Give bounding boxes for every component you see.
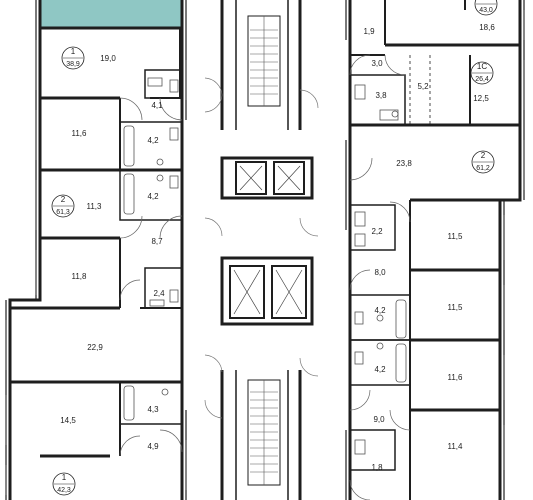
room-area: 1,9 [363,27,375,36]
room-area: 4,2 [147,136,159,145]
room-area: 14,5 [60,416,76,425]
room-labels: 19,0 4,1 11,6 4,2 4,2 11,3 8,7 11,8 2,4 … [60,23,495,472]
room-area: 9,0 [373,415,385,424]
apartment-marker: 1 42,3 [52,472,76,496]
room-area: 2,2 [371,227,383,236]
room-area: 22,9 [87,343,103,352]
room-area: 4,2 [147,192,159,201]
room-area: 11,6 [72,129,88,138]
room-area: 5,2 [417,82,429,91]
room-area: 19,0 [100,54,116,63]
room-area: 1,8 [371,463,383,472]
room-area: 4,3 [147,405,159,414]
room-area: 11,5 [448,232,464,241]
room-area: 4,9 [147,442,159,451]
room-area: 23,8 [396,159,412,168]
apartment-marker: 2 61,2 [471,150,495,174]
room-area: 11,5 [448,303,464,312]
apartment-area: 61,2 [476,165,490,172]
core-door-swings [204,77,319,419]
room-area: 4,2 [374,365,386,374]
right-windows [503,10,525,470]
room-area: 11,4 [448,442,464,451]
central-core [220,0,314,500]
left-wing-walls [5,0,187,500]
highlighted-area [40,0,182,28]
room-area: 2,4 [153,289,165,298]
apartment-area: 38,9 [66,61,80,68]
apartment-marker: 1 38,9 [61,46,85,70]
left-windows [5,40,187,495]
room-area: 11,3 [87,202,103,211]
apartment-rooms: 2 [61,195,66,204]
apartment-area: 61,3 [56,209,70,216]
room-area: 12,5 [473,94,489,103]
room-area: 8,7 [151,237,163,246]
room-area: 11,6 [448,373,464,382]
apartment-marker: 1С 26,4 [470,61,494,85]
apartment-rooms: 1С [477,62,487,71]
room-area: 8,0 [374,268,386,277]
apartment-area: 43,0 [479,7,493,14]
room-area: 4,1 [151,101,163,110]
left-door-swings [119,97,183,457]
right-door-swings [349,54,411,500]
elevator-marks [233,165,303,315]
apartment-rooms: 1 [484,0,489,2]
room-area: 18,6 [479,23,495,32]
stair-treads [250,16,278,485]
apartment-markers: 1 38,9 2 61,3 1 42,3 1 43,0 1С 26,4 [51,0,498,496]
room-area: 4,2 [374,306,386,315]
apartment-marker: 2 61,3 [51,194,75,218]
left-fixtures [123,77,179,421]
room-area: 11,8 [72,272,88,281]
apartment-area: 42,3 [57,487,71,494]
apartment-area: 26,4 [475,76,489,83]
apartment-rooms: 1 [71,47,76,56]
apartment-rooms: 2 [481,151,486,160]
right-fixtures [354,84,407,455]
apartment-marker: 1 43,0 [474,0,498,16]
apartment-rooms: 1 [62,473,67,482]
room-area: 3,8 [375,91,387,100]
right-wing-walls [345,0,525,500]
room-area: 3,0 [371,59,383,68]
